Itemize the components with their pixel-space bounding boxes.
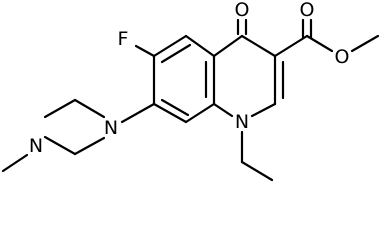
fluoro-substituent: F [118, 28, 156, 58]
ester-carbonyl-oxygen-label: O [300, 0, 315, 21]
fluorine-label: F [118, 28, 129, 50]
benzene-ring [152, 34, 216, 124]
ring-nitrogen-label: N [235, 111, 249, 133]
chemical-structure: O O O F N N N [1, 0, 380, 182]
ketone-oxygen-label: O [235, 0, 250, 21]
methyl-ester-group: O O [273, 0, 380, 68]
methylpiperazine-group: N N [1, 98, 156, 173]
piperazine-nitrogen-methyl-label: N [29, 135, 43, 157]
pyridone-ring [212, 34, 285, 118]
ester-ether-oxygen-label: O [335, 46, 350, 68]
n-ethyl-group: N [235, 111, 274, 182]
piperazine-nitrogen-aryl-label: N [104, 117, 118, 139]
ketone-group: O [235, 0, 250, 36]
